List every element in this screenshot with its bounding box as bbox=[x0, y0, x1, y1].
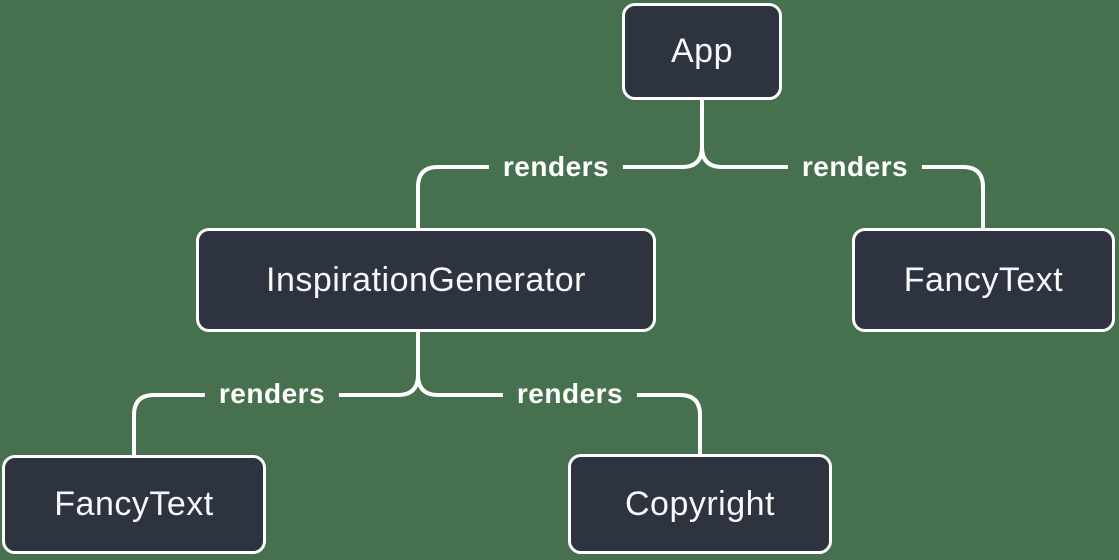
tree-node-fancy-text-bottom-label: FancyText bbox=[54, 485, 214, 523]
tree-node-copyright-label: Copyright bbox=[624, 484, 775, 523]
tree-node-app-label: App bbox=[671, 32, 733, 70]
tree-node-app: App bbox=[622, 3, 782, 100]
tree-node-fancy-text-top: FancyText bbox=[852, 228, 1115, 332]
tree-node-fancy-text-bottom: FancyText bbox=[2, 455, 266, 554]
tree-node-inspiration-generator-label: InspirationGenerator bbox=[266, 260, 586, 299]
edge-label-renders-inspirationgenerator-fancytext: renders bbox=[204, 376, 340, 412]
tree-node-copyright: Copyright bbox=[568, 454, 832, 554]
edge-label-renders-app-fancytext: renders bbox=[787, 149, 923, 185]
tree-node-inspiration-generator: InspirationGenerator bbox=[196, 228, 656, 332]
edge-label-renders-app-inspirationgenerator: renders bbox=[488, 149, 624, 185]
tree-node-fancy-text-top-label: FancyText bbox=[903, 260, 1064, 299]
edge-label-renders-inspirationgenerator-copyright: renders bbox=[502, 376, 638, 412]
